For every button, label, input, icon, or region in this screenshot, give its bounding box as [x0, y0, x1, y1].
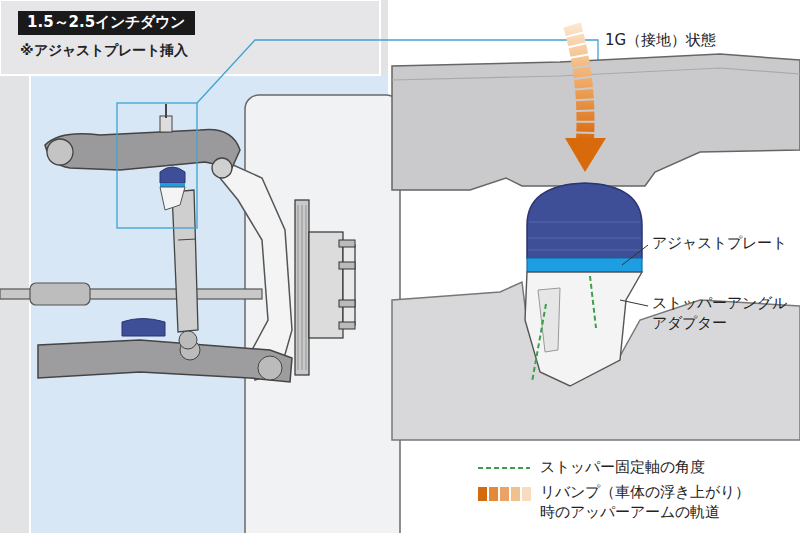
leader-lines-part	[620, 300, 648, 306]
upper-arm-part	[160, 116, 172, 132]
upper-bump-stopper	[160, 167, 185, 210]
part-label: ストッパーアングル アダプター	[652, 293, 792, 334]
shock-absorber-part	[178, 239, 196, 240]
note-text: ※アジャストプレート挿入	[20, 41, 188, 60]
legend-samples	[478, 468, 531, 501]
wheel-part	[339, 300, 355, 307]
stopper-angle-adapter-part	[590, 276, 596, 328]
tie-rod	[0, 283, 262, 305]
rebound-arrow-part	[565, 138, 606, 172]
state-label: 1G（接地）状態	[605, 30, 716, 50]
adjust-plate-part	[527, 258, 642, 272]
wheel-part	[298, 205, 306, 370]
bump-stopper-part	[527, 183, 642, 258]
legend-samples-part	[478, 487, 487, 501]
stopper-angle-adapter-part	[525, 272, 642, 386]
part-label: アジャストプレート	[652, 233, 787, 253]
stopper-angle-adapter-part	[532, 304, 546, 382]
upper-bump-stopper-part	[160, 187, 185, 210]
wheel-part	[339, 322, 355, 329]
chassis-part	[392, 54, 800, 190]
heading-text: 1.5～2.5インチダウン	[27, 13, 186, 33]
bump-stopper-part	[528, 222, 641, 250]
upper-arm-part	[47, 139, 73, 165]
upper-bump-stopper-part	[160, 183, 185, 187]
wheel-part	[309, 232, 343, 338]
leader-lines	[620, 245, 648, 306]
legend-text: ストッパー固定軸の角度	[540, 457, 705, 477]
stopper-angle-adapter-part	[538, 288, 560, 352]
legend-samples-part	[522, 487, 531, 501]
wheel-part	[343, 245, 355, 325]
chassis-part	[392, 68, 800, 80]
shock-absorber-part	[179, 331, 197, 349]
lower-arm	[38, 340, 292, 382]
stopper-angle-adapter	[525, 272, 642, 386]
lower-bump-stopper-part	[122, 319, 165, 337]
upper-arm-part	[165, 104, 167, 118]
lower-arm-part	[38, 340, 292, 382]
legend-samples-part	[489, 487, 498, 501]
rebound-arrow-part	[572, 25, 585, 140]
zoom-frame-part	[117, 103, 197, 228]
upper-arm-part	[212, 158, 232, 178]
legend-text: リバンプ（車体の浮き上がり） 時のアッパーアームの軌道	[540, 482, 790, 523]
lower-arm-part	[258, 356, 282, 380]
legend-samples-part	[478, 467, 530, 469]
lower-bump-stopper	[122, 319, 165, 337]
left-panel-ground-part	[29, 75, 31, 533]
legend-samples-part	[511, 487, 520, 501]
wheel-part	[295, 200, 309, 375]
wheel-part	[339, 240, 355, 247]
chassis	[392, 54, 800, 190]
bump-stopper	[527, 183, 642, 258]
upper-bump-stopper-part	[160, 167, 185, 183]
shock-absorber	[172, 190, 198, 349]
legend-samples-part	[500, 487, 509, 501]
tie-rod-part	[30, 283, 90, 305]
adjust-plate	[527, 258, 642, 272]
left-panel-ground-part	[0, 0, 380, 75]
upper-arm-part	[45, 129, 240, 170]
wheel-part	[339, 262, 355, 269]
rebound-arrow	[565, 25, 606, 172]
heading-box: 1.5～2.5インチダウン	[18, 11, 195, 35]
leader-lines-part	[622, 245, 648, 265]
upper-arm	[45, 104, 240, 178]
shock-absorber-part	[172, 190, 198, 332]
